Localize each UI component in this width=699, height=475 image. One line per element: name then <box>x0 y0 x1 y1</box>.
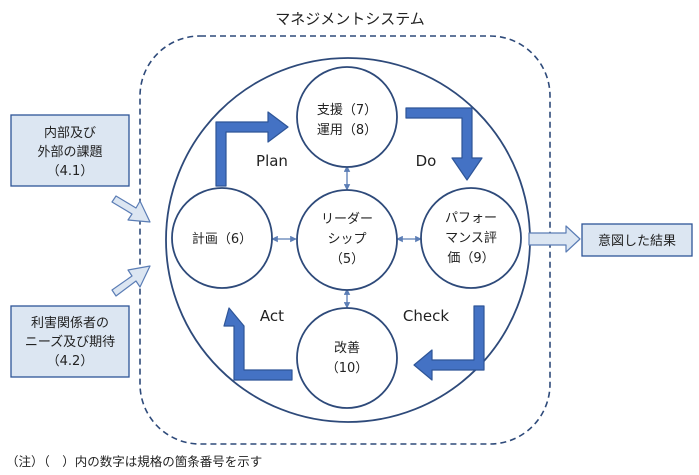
improvement-label-2: （10） <box>326 361 369 376</box>
leadership-circle <box>296 189 398 291</box>
improvement-label-1: 改善 <box>334 340 360 356</box>
interested-parties-box <box>10 305 130 378</box>
intended-results-label: 意図した結果 <box>598 233 676 249</box>
interested-parties-label-3: （4.2） <box>47 354 94 369</box>
act-arrow <box>223 307 293 381</box>
output-arrow <box>528 225 581 253</box>
performance-evaluation-label-3: 価（9） <box>447 251 494 266</box>
do-arrow <box>405 107 483 181</box>
phase-plan: Plan <box>256 152 288 170</box>
performance-evaluation-circle <box>420 187 522 289</box>
planning-circle <box>171 187 273 289</box>
performance-evaluation-label-1: パフォー <box>445 211 497 226</box>
interested-parties-label-2: ニーズ及び期待 <box>25 334 115 350</box>
interested-parties-label-1: 利害関係者の <box>31 315 109 331</box>
management-system-boundary <box>139 35 551 445</box>
support-operation-label-1: 支援（7） <box>317 103 377 118</box>
footnote: （注）（ ）内の数字は規格の箇条番号を示す <box>6 454 262 469</box>
parties-input-arrow <box>111 265 151 297</box>
improvement-circle <box>296 307 398 409</box>
issues-input-arrow <box>111 195 151 223</box>
phase-act: Act <box>260 307 284 325</box>
phase-do: Do <box>416 152 437 170</box>
leadership-label-2: シップ <box>327 232 366 247</box>
plan-arrow <box>215 111 289 187</box>
planning-label: 計画（6） <box>192 231 252 247</box>
leadership-label-1: リーダー <box>321 212 373 227</box>
diagram-title: マネジメントシステム <box>275 10 425 28</box>
check-arrow <box>413 305 485 381</box>
issues-box <box>10 114 130 187</box>
issues-label-3: （4.1） <box>47 164 94 179</box>
support-operation-circle <box>296 66 398 168</box>
support-operation-label-2: 運用（8） <box>317 123 377 138</box>
phase-check: Check <box>403 307 449 325</box>
intended-results-box <box>581 223 693 257</box>
performance-evaluation-label-2: マンス評 <box>445 231 497 246</box>
issues-label-2: 外部の課題 <box>37 144 102 160</box>
issues-label-1: 内部及び <box>44 125 96 141</box>
leadership-label-3: （5） <box>330 252 364 267</box>
